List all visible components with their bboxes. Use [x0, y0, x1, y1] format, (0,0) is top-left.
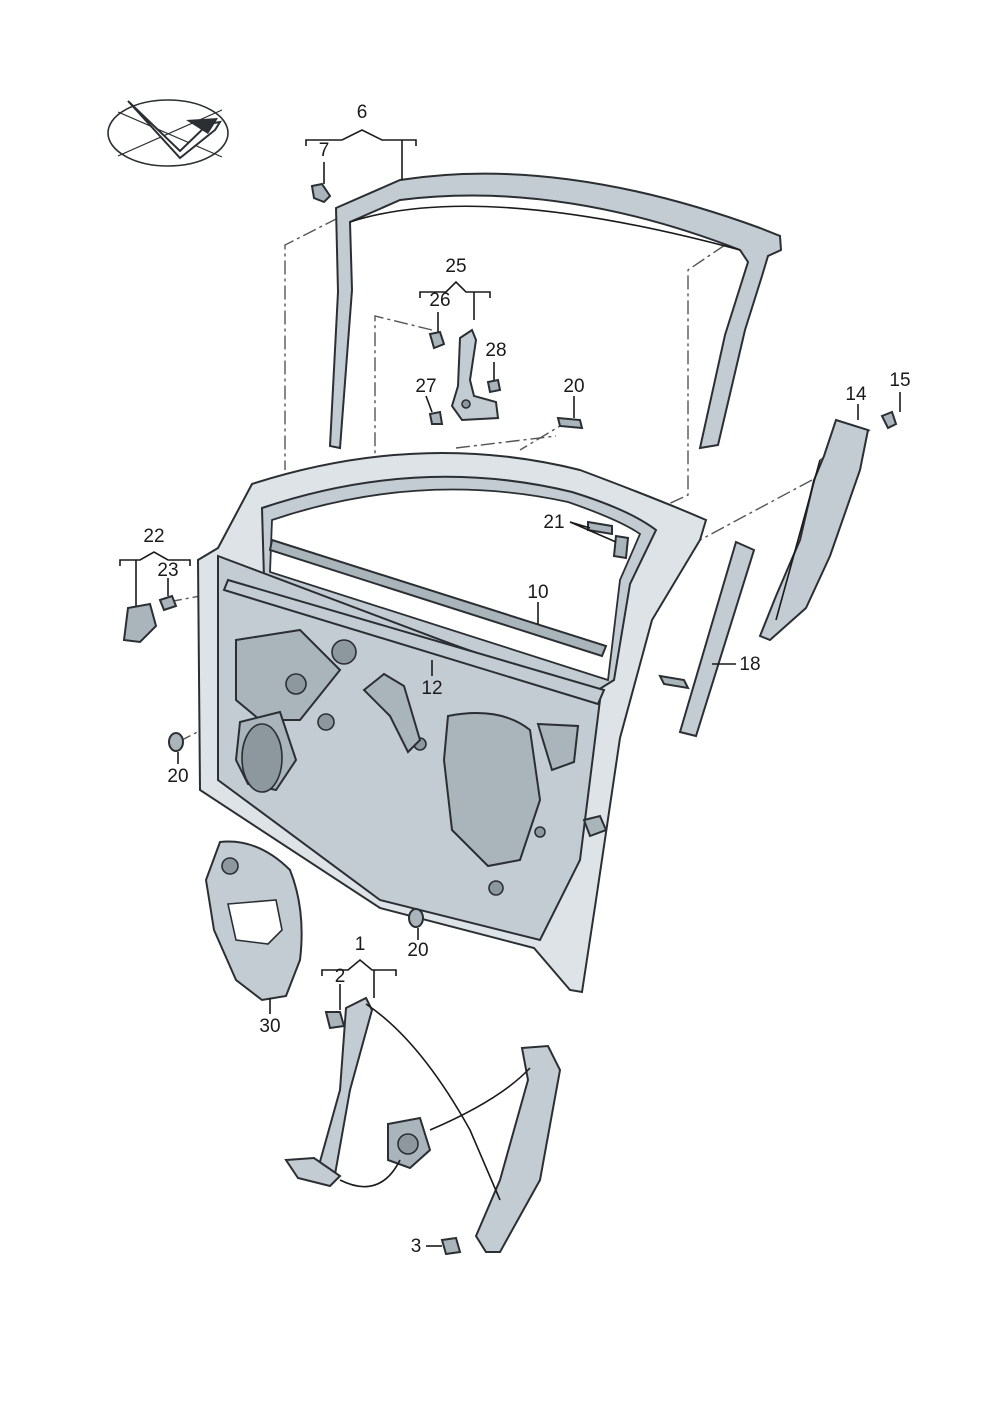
window-channel-strip: [222, 578, 606, 706]
plug-left: [168, 732, 184, 752]
callout-30: 30: [259, 1016, 280, 1037]
callout-21: 21: [543, 512, 564, 533]
callout-12: 12: [421, 678, 442, 699]
callout-26: 26: [429, 290, 450, 311]
callout-10: 10: [527, 582, 548, 603]
callout-23: 23: [157, 560, 178, 581]
bracket-assembly: [428, 328, 502, 425]
spacer-part: [587, 520, 630, 560]
callout-3: 3: [411, 1236, 422, 1257]
window-regulator: [284, 996, 562, 1256]
callout-22: 22: [143, 526, 164, 547]
callout-labels: 6 7 25 26 28 27 20 14 15 21 22 23 10 12 …: [143, 102, 910, 1257]
plug-lower: [408, 908, 424, 928]
callout-2: 2: [335, 966, 346, 987]
callout-25: 25: [445, 256, 466, 277]
callout-14: 14: [845, 384, 867, 405]
door-seal-strip: [658, 540, 756, 738]
inner-strip: [268, 538, 608, 658]
window-frame-seal: [328, 172, 783, 450]
clip-part: [310, 182, 332, 204]
callout-28: 28: [485, 340, 506, 361]
callout-20-upper: 20: [563, 376, 584, 397]
trim-strip: [758, 410, 898, 642]
callout-1: 1: [355, 934, 366, 955]
callout-18: 18: [739, 654, 760, 675]
callout-27: 27: [415, 376, 436, 397]
callout-leaders: [119, 129, 901, 1247]
callout-7: 7: [319, 140, 330, 161]
cover-cap: [122, 594, 178, 644]
callout-20-lower: 20: [407, 940, 428, 961]
callout-15: 15: [889, 370, 910, 391]
callout-6: 6: [357, 102, 368, 123]
callout-20-left: 20: [167, 766, 188, 787]
orientation-arrow-icon: [107, 99, 229, 167]
plug-upper: [556, 416, 584, 430]
cover-panel: [204, 840, 303, 1002]
